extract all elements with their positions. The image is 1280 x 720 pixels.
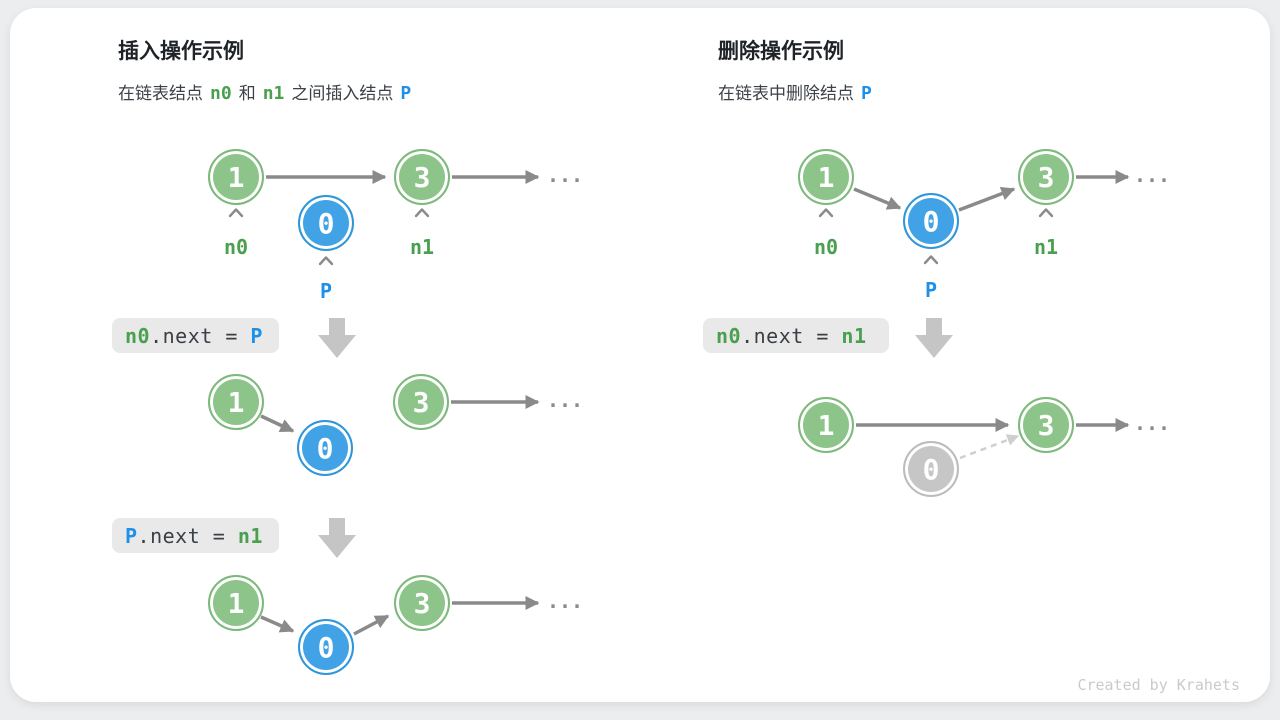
delete-row2-node-p-removed: 0 bbox=[903, 441, 959, 497]
insert-row1-label-n1: n1 bbox=[409, 235, 435, 259]
insert-row3-node-3: 3 bbox=[394, 575, 450, 631]
arrow-insert3-0to3 bbox=[353, 614, 390, 636]
insert-row3-ellipsis: ... bbox=[546, 589, 584, 613]
insert-row1-label-p: P bbox=[319, 279, 333, 303]
insert-row2-node-p: 0 bbox=[297, 420, 353, 476]
caret-icon bbox=[228, 205, 244, 218]
insert-code-step1: n0.next = P bbox=[112, 318, 279, 353]
arrow-delete1-1to0 bbox=[853, 187, 902, 210]
code-token-p: P bbox=[250, 323, 263, 348]
delete-code-step1: n0.next = n1 bbox=[703, 318, 889, 353]
insert-subtitle-token-n1: n1 bbox=[262, 83, 285, 104]
insert-row3-node-1: 1 bbox=[208, 575, 264, 631]
insert-subtitle-token-n0: n0 bbox=[210, 83, 232, 104]
code-token-next: .next = bbox=[741, 323, 842, 348]
code-token-next: .next = bbox=[150, 323, 251, 348]
credit-text: Created by Krahets bbox=[1077, 676, 1240, 694]
caret-icon bbox=[318, 253, 334, 266]
arrow-insert3-1to0 bbox=[260, 615, 295, 633]
code-token-p: P bbox=[125, 523, 138, 548]
insert-row1-node-3: 3 bbox=[394, 149, 450, 205]
down-block-arrow-icon bbox=[915, 318, 953, 358]
down-block-arrow-icon bbox=[318, 518, 356, 558]
delete-row1-node-3: 3 bbox=[1018, 149, 1074, 205]
delete-row1-node-1: 1 bbox=[798, 149, 854, 205]
code-token-n1: n1 bbox=[237, 523, 263, 548]
insert-row1-node-1: 1 bbox=[208, 149, 264, 205]
insert-row1-ellipsis: ... bbox=[546, 163, 584, 187]
down-block-arrow-icon bbox=[318, 318, 356, 358]
insert-subtitle-token-p: P bbox=[400, 83, 412, 104]
caret-icon bbox=[1038, 205, 1054, 218]
delete-subtitle-text-1: 在链表中删除结点 bbox=[718, 84, 854, 103]
insert-code-step2: P.next = n1 bbox=[112, 518, 279, 553]
arrow-insert2-1to0 bbox=[260, 414, 295, 433]
diagram-card: 插入操作示例 在链表结点 n0 和 n1 之间插入结点 P 1 3 0 ... n0 n1… bbox=[10, 8, 1270, 702]
code-token-n0: n0 bbox=[125, 323, 151, 348]
code-token-n1: n1 bbox=[841, 323, 867, 348]
insert-subtitle-text-3: 之间插入结点 bbox=[291, 84, 394, 103]
arrow-delete1-0to3 bbox=[958, 186, 1016, 212]
delete-row1-node-p: 0 bbox=[903, 193, 959, 249]
insert-title: 插入操作示例 bbox=[118, 40, 244, 63]
delete-row2-node-1: 1 bbox=[798, 397, 854, 453]
insert-subtitle-text-1: 在链表结点 bbox=[118, 84, 203, 103]
delete-row1-label-n1: n1 bbox=[1033, 235, 1059, 259]
arrows-layer bbox=[260, 170, 1130, 636]
insert-row1-label-n0: n0 bbox=[223, 235, 249, 259]
insert-subtitle: 在链表结点 n0 和 n1 之间插入结点 P bbox=[118, 82, 418, 106]
arrow-delete2-dashed-0to3 bbox=[959, 434, 1020, 460]
insert-row1-node-p: 0 bbox=[298, 195, 354, 251]
insert-row2-ellipsis: ... bbox=[546, 388, 584, 412]
insert-row2-node-1: 1 bbox=[208, 374, 264, 430]
delete-row1-label-n0: n0 bbox=[813, 235, 839, 259]
code-token-next: .next = bbox=[137, 523, 238, 548]
code-token-n0: n0 bbox=[716, 323, 742, 348]
insert-subtitle-text-2: 和 bbox=[238, 84, 256, 103]
delete-subtitle: 在链表中删除结点 P bbox=[718, 82, 879, 106]
insert-row2-node-3: 3 bbox=[393, 374, 449, 430]
insert-row3-node-p: 0 bbox=[298, 619, 354, 675]
delete-subtitle-token-p: P bbox=[861, 83, 872, 104]
delete-row1-label-p: P bbox=[924, 278, 938, 302]
caret-icon bbox=[414, 205, 430, 218]
delete-row2-ellipsis: ... bbox=[1133, 411, 1171, 435]
delete-title: 删除操作示例 bbox=[718, 40, 844, 63]
delete-row2-node-3: 3 bbox=[1018, 397, 1074, 453]
caret-icon bbox=[923, 252, 939, 265]
caret-icon bbox=[818, 205, 834, 218]
delete-row1-ellipsis: ... bbox=[1133, 163, 1171, 187]
